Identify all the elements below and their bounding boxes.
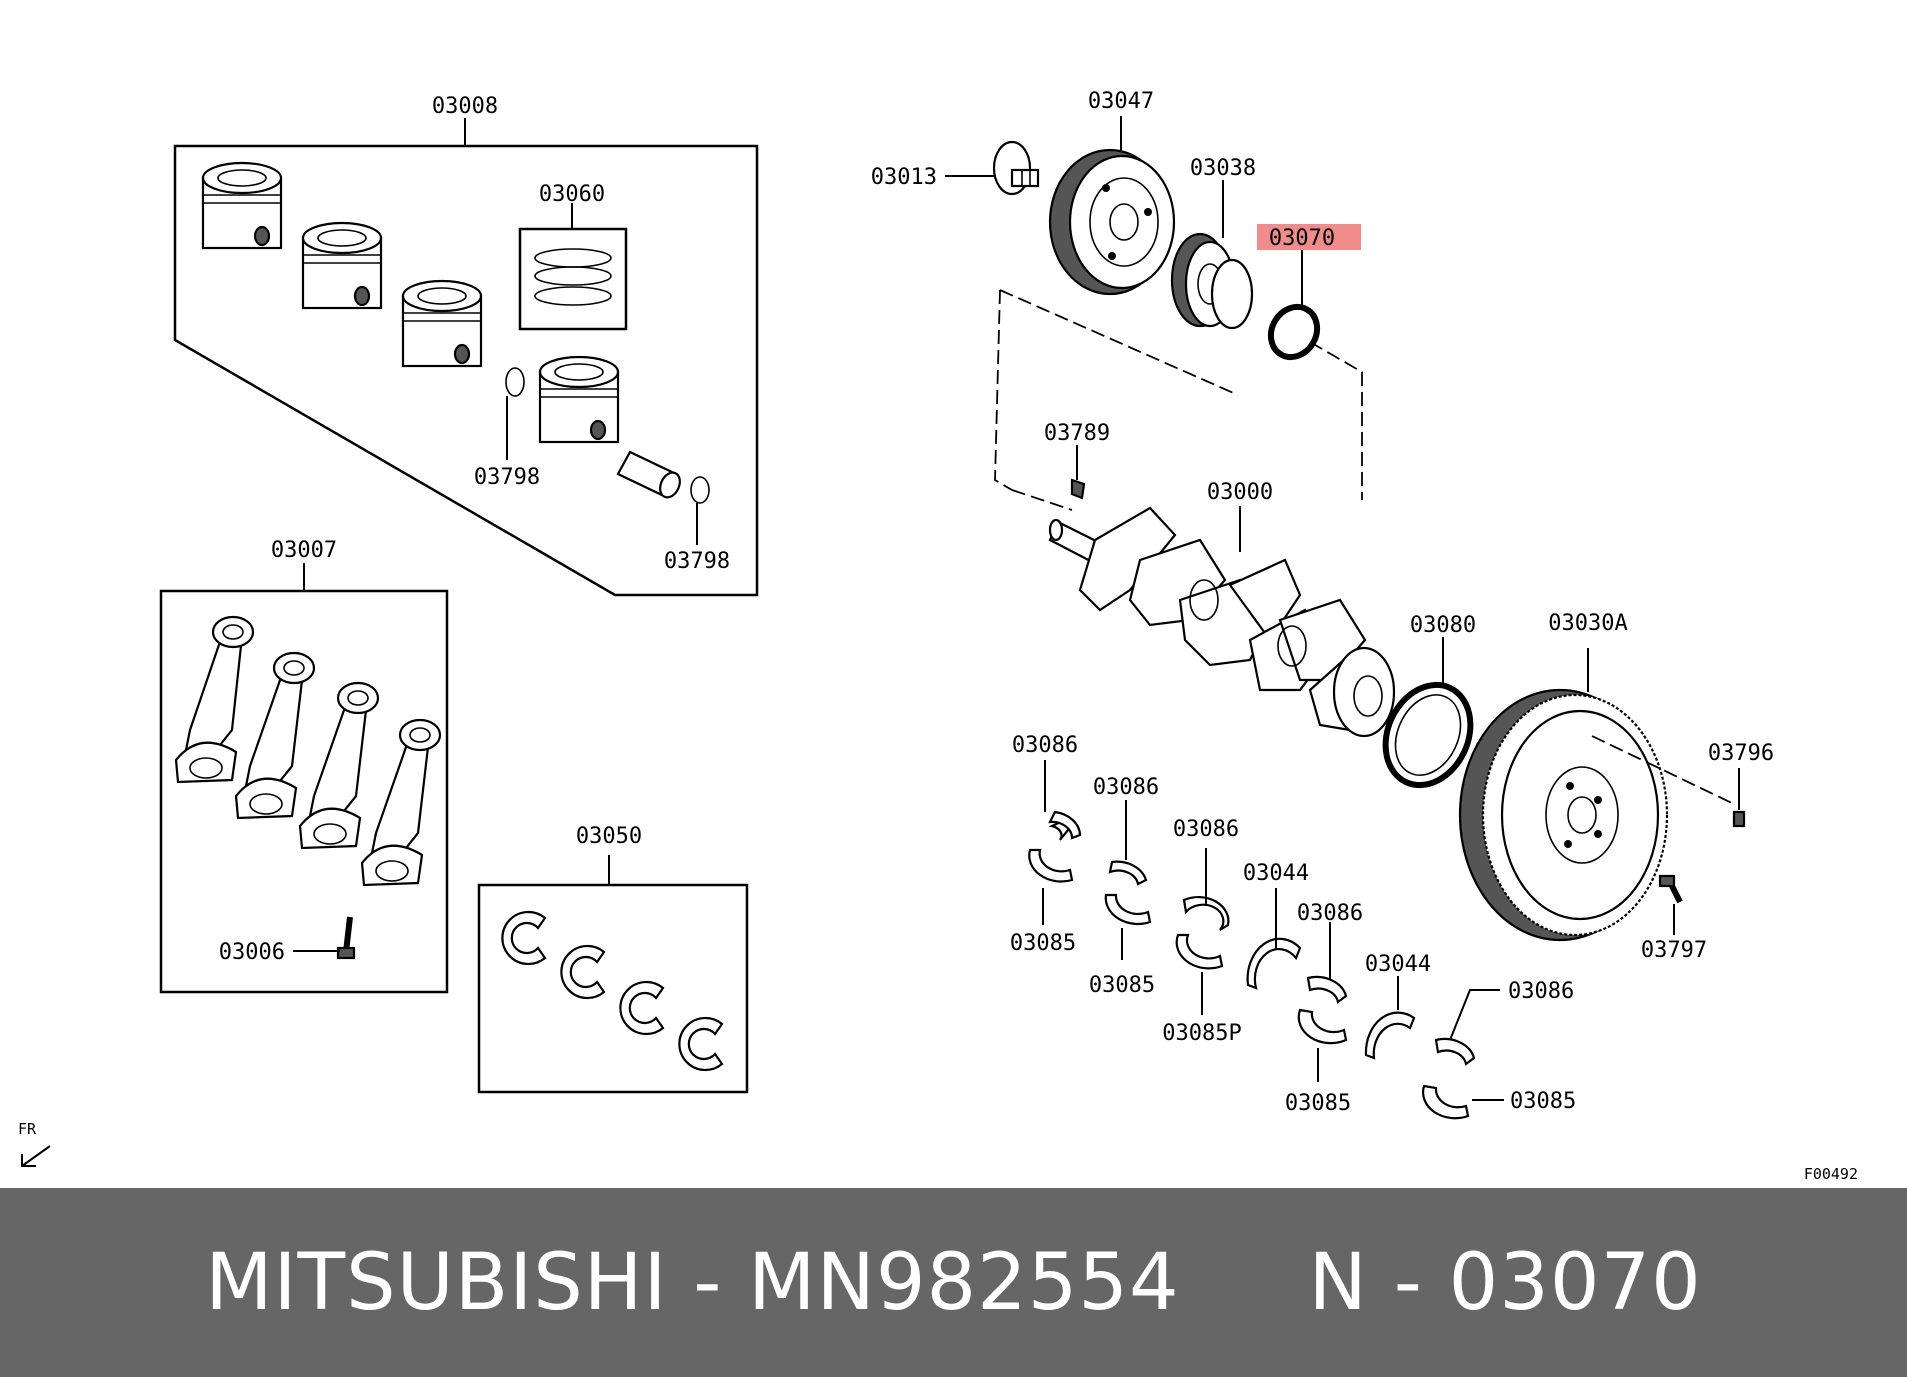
rear-oil-seal-icon xyxy=(1382,681,1474,789)
crankshaft-icon xyxy=(1048,506,1396,738)
main-bearing-lower-icon xyxy=(1104,893,1152,926)
main-bearing-upper-icon xyxy=(1434,1037,1476,1066)
piston-icon xyxy=(301,221,383,310)
bearing-shell-icon xyxy=(560,944,606,1000)
label-03789[interactable]: 03789 xyxy=(1044,421,1110,446)
main-bearing-upper-icon xyxy=(1048,810,1082,841)
piston-ring-icon xyxy=(534,248,612,306)
part-caption: MITSUBISHI - MN982554 N - 03070 xyxy=(205,1237,1702,1328)
piston-icon xyxy=(201,161,283,250)
main-bearing-upper-icon xyxy=(1306,975,1348,1004)
label-03050[interactable]: 03050 xyxy=(576,824,642,849)
main-bearing-lower-icon xyxy=(1297,1008,1348,1045)
thrust-washer-icon xyxy=(1246,937,1302,990)
dowel-pin-icon xyxy=(1732,810,1746,828)
label-03000[interactable]: 03000 xyxy=(1207,480,1273,505)
bearing-shell-icon xyxy=(678,1016,724,1072)
rod-bolt-icon xyxy=(336,916,356,960)
snap-ring-icon xyxy=(690,476,710,504)
label-03086-c[interactable]: 03086 xyxy=(1173,817,1239,842)
label-03796[interactable]: 03796 xyxy=(1708,741,1774,766)
label-03013[interactable]: 03013 xyxy=(871,165,937,190)
rod-bearing-box xyxy=(477,883,749,1094)
label-03086-d[interactable]: 03086 xyxy=(1297,901,1363,926)
front-arrow-icon xyxy=(21,1145,51,1167)
main-bearing-lower-icon xyxy=(1028,848,1074,883)
label-03085-c[interactable]: 03085 xyxy=(1285,1091,1351,1116)
label-03085-a[interactable]: 03085 xyxy=(1010,931,1076,956)
label-03030a[interactable]: 03030A xyxy=(1548,611,1627,636)
label-03047[interactable]: 03047 xyxy=(1088,89,1154,114)
main-bearing-lower-icon xyxy=(1421,1084,1470,1120)
label-03797[interactable]: 03797 xyxy=(1641,938,1707,963)
label-03008[interactable]: 03008 xyxy=(432,94,498,119)
woodruff-key-icon xyxy=(1070,478,1086,500)
label-03086-b[interactable]: 03086 xyxy=(1093,775,1159,800)
pulley-bolt-icon xyxy=(992,140,1040,196)
label-03798-a[interactable]: 03798 xyxy=(474,465,540,490)
label-03070[interactable]: 03070 xyxy=(1269,226,1335,251)
label-03085p[interactable]: 03085P xyxy=(1162,1021,1241,1046)
connecting-rod-icon xyxy=(234,651,316,820)
snap-ring-icon xyxy=(505,367,525,397)
figure-code: F00492 xyxy=(1804,1165,1858,1183)
piston-group-box xyxy=(173,144,759,597)
main-bearing-lower-icon xyxy=(1175,933,1224,970)
label-03038[interactable]: 03038 xyxy=(1190,156,1256,181)
connecting-rod-icon xyxy=(298,681,380,850)
piston-icon xyxy=(538,355,620,444)
flywheel-icon xyxy=(1458,688,1669,942)
main-bearing-upper-icon xyxy=(1182,895,1230,931)
bearing-shell-icon xyxy=(619,980,665,1036)
label-03080[interactable]: 03080 xyxy=(1410,613,1476,638)
damper-pulley-icon xyxy=(1048,148,1176,296)
connecting-rod-group: 03007 xyxy=(159,538,449,994)
flywheel-bolt-icon xyxy=(1658,874,1683,904)
oil-seal-icon xyxy=(1267,303,1321,361)
connecting-rod-icon xyxy=(360,718,442,887)
bearing-shell-icon xyxy=(501,910,547,966)
label-03086-a[interactable]: 03086 xyxy=(1012,733,1078,758)
thrust-washer-icon xyxy=(1364,1011,1416,1060)
highlight-marker xyxy=(1257,224,1361,250)
piston-pin-icon xyxy=(616,450,681,499)
label-03060[interactable]: 03060 xyxy=(539,182,605,207)
piston-icon xyxy=(401,279,483,368)
connecting-rod-icon xyxy=(174,615,255,784)
label-03798-b[interactable]: 03798 xyxy=(664,549,730,574)
label-03044-b[interactable]: 03044 xyxy=(1365,952,1431,977)
label-03086-e[interactable]: 03086 xyxy=(1508,979,1574,1004)
piston-group: 03008 xyxy=(173,94,759,597)
label-03007[interactable]: 03007 xyxy=(271,538,337,563)
label-03006[interactable]: 03006 xyxy=(219,940,285,965)
crank-sprocket-icon xyxy=(1170,232,1254,330)
label-03085-d[interactable]: 03085 xyxy=(1510,1089,1576,1114)
rod-bearing-group: 03050 xyxy=(477,824,749,1094)
front-end-group: 03013 03047 03038 03070 xyxy=(871,89,1363,511)
label-03085-b[interactable]: 03085 xyxy=(1089,973,1155,998)
label-03044-a[interactable]: 03044 xyxy=(1243,861,1309,886)
main-bearing-upper-icon xyxy=(1108,860,1148,886)
parts-diagram: 03008 xyxy=(18,89,1858,1183)
front-indicator: FR xyxy=(18,1120,37,1138)
caption-bar: MITSUBISHI - MN982554 N - 03070 xyxy=(0,1188,1907,1377)
